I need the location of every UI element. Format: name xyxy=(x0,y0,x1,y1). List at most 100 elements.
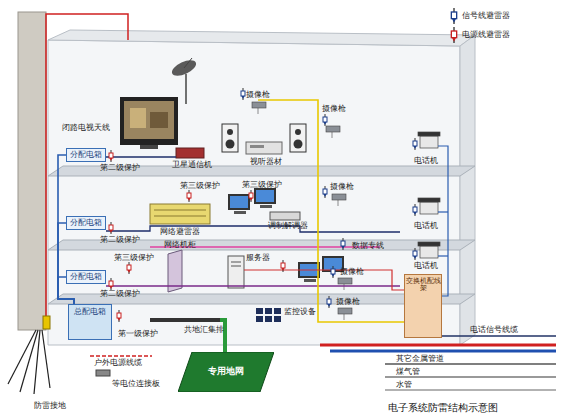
ground-busbar xyxy=(150,318,220,322)
node-text: 交换机配线架 xyxy=(405,278,441,293)
network-arrester xyxy=(154,216,206,217)
power-feed-line xyxy=(58,223,74,304)
annotation-label: 数据专线 xyxy=(352,242,384,250)
legend-symbol xyxy=(451,27,456,43)
tv-screen xyxy=(124,101,174,139)
computer xyxy=(256,190,274,202)
switch-cabinet: 交换机配线架 xyxy=(404,274,442,338)
pipes xyxy=(385,389,556,391)
telephone xyxy=(420,136,438,148)
wiring xyxy=(244,270,404,290)
telephone xyxy=(418,198,440,202)
tv-screen xyxy=(140,145,158,149)
arrester-symbol xyxy=(331,266,335,278)
node-text: 专用地网 xyxy=(208,367,244,376)
annotation-label: 电话机 xyxy=(414,157,438,165)
arrester-symbol xyxy=(117,310,121,322)
camera xyxy=(344,284,345,290)
distribution-box: 分配电箱 xyxy=(66,216,106,230)
network-arrester xyxy=(150,204,210,224)
camera xyxy=(338,308,352,314)
camera xyxy=(258,108,259,114)
distribution-box: 分配电箱 xyxy=(66,270,106,284)
camera xyxy=(332,194,346,200)
monitoring-grid xyxy=(265,308,272,314)
arrester-symbol xyxy=(413,138,417,150)
arrester-symbol xyxy=(323,114,327,126)
arrester-symbol xyxy=(109,222,113,234)
speaker xyxy=(222,124,306,152)
network-arrester xyxy=(150,204,210,224)
computer xyxy=(228,194,250,210)
computer xyxy=(254,188,276,204)
computer xyxy=(234,211,246,214)
computer xyxy=(228,188,344,282)
ground-busbar xyxy=(96,370,110,376)
camera xyxy=(252,102,352,320)
annotation-label: 第三级保护 xyxy=(114,254,154,262)
satellite-dish xyxy=(185,74,187,104)
ground-rods xyxy=(8,330,36,384)
speaker xyxy=(222,124,238,152)
annotation-label: 第二级保护 xyxy=(100,290,140,298)
legend-symbol xyxy=(451,8,456,24)
arrester-symbol xyxy=(413,204,417,216)
lightning-column xyxy=(18,12,46,330)
network-arrester xyxy=(154,210,206,211)
camera xyxy=(338,200,339,206)
monitoring-grid xyxy=(256,316,263,322)
monitoring-grid xyxy=(274,308,281,314)
monitoring-grid xyxy=(274,316,281,322)
annotation-label: 第一级保护 xyxy=(118,330,158,338)
annotation-label: 共地汇集排 xyxy=(184,326,224,334)
wiring xyxy=(90,100,448,356)
annotation-label: 第二级保护 xyxy=(100,164,140,172)
monitoring-grid xyxy=(265,316,272,322)
computer xyxy=(304,279,316,282)
arrester-symbol xyxy=(327,296,331,308)
node-text: 分配电箱 xyxy=(70,151,102,159)
node-text: 分配电箱 xyxy=(70,273,102,281)
annotation-label: 等电位连接板 xyxy=(112,380,160,388)
node-text: 分配电箱 xyxy=(70,219,102,227)
tv-screen xyxy=(130,108,146,128)
distribution-box: 分配电箱 xyxy=(66,148,106,162)
wiring xyxy=(90,355,152,357)
pipes xyxy=(442,335,556,337)
speaker xyxy=(294,140,303,149)
annotation-label: 户外电源线缆 xyxy=(94,359,142,367)
camera xyxy=(326,126,340,132)
ground-shape xyxy=(178,352,274,392)
pipes xyxy=(385,376,556,378)
satellite-receiver xyxy=(176,148,204,158)
av-equipment xyxy=(246,142,282,154)
wiring xyxy=(106,156,176,157)
pipes xyxy=(320,336,556,390)
monitoring-grid xyxy=(256,308,281,322)
wiring xyxy=(438,211,448,212)
annotation-label: 调制解调器 xyxy=(268,222,308,230)
arrester-symbol xyxy=(341,238,345,250)
annotation-label: 电话机 xyxy=(414,262,438,270)
legend-symbol xyxy=(451,8,456,43)
annotation-label: 网络避雷器 xyxy=(160,228,200,236)
arrester-symbol xyxy=(187,190,191,202)
arrester-symbol xyxy=(109,150,113,162)
tv-screen xyxy=(120,97,178,149)
annotation-label: 电话信号线缆 xyxy=(470,326,518,334)
satellite-dish xyxy=(170,57,199,79)
annotation-label: 防雷接地 xyxy=(34,402,66,410)
satellite-dish xyxy=(184,58,192,68)
annotation-label: 网络机柜 xyxy=(164,241,196,249)
computer xyxy=(230,196,248,208)
lightning-column xyxy=(43,316,50,329)
speaker xyxy=(227,129,233,135)
annotation-label: 摄像枪 xyxy=(330,183,354,191)
arrester-symbol xyxy=(109,278,113,290)
annotation-label: 第二级保护 xyxy=(100,236,140,244)
ground-rods xyxy=(42,330,50,388)
satellite-dish xyxy=(170,57,199,104)
av-equipment xyxy=(250,145,264,148)
